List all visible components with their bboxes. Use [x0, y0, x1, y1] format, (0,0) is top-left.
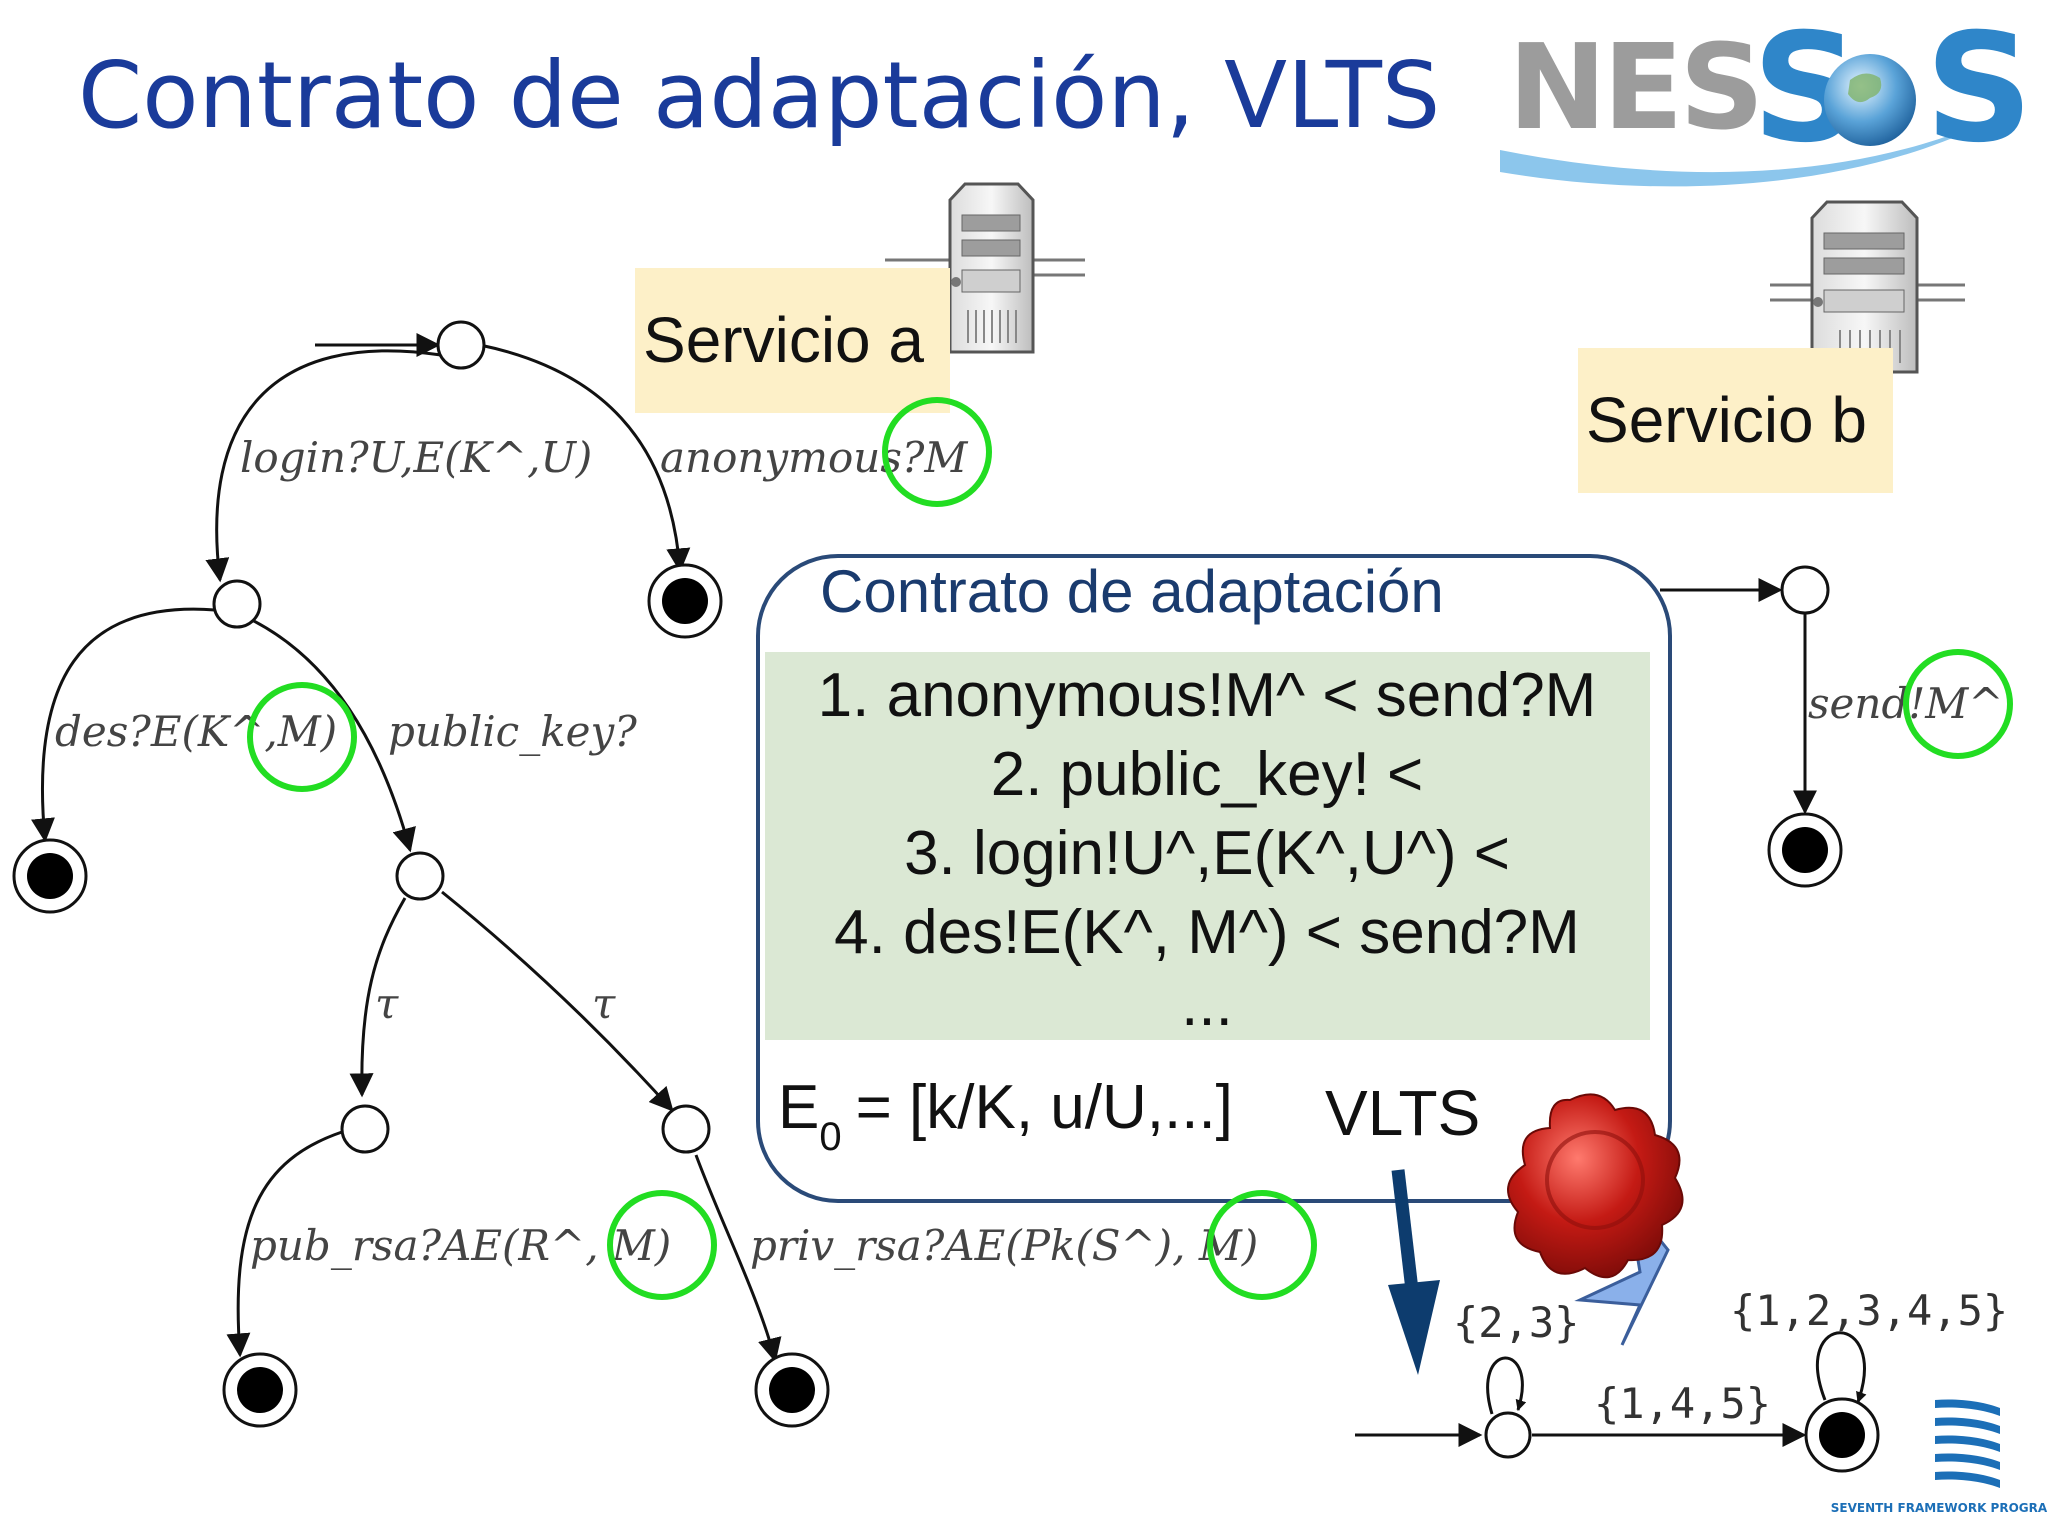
- transition-label: des?E(K^,M): [55, 707, 337, 756]
- env-symbol: E: [778, 1073, 819, 1142]
- down-arrow-icon: [1388, 1169, 1440, 1375]
- svg-text:NES: NES: [1508, 18, 1760, 156]
- service-a-lts: [31, 333, 782, 1363]
- lts-a-state: [212, 579, 262, 629]
- service-a-label-bg: [635, 268, 950, 413]
- slide-title: Contrato de adaptación, VLTS: [78, 42, 1441, 149]
- vlts-graph: [1355, 1331, 1867, 1447]
- highlight-circle: [1207, 1190, 1317, 1300]
- contract-rule: ...: [1181, 970, 1233, 1039]
- lts-a-state: [395, 851, 445, 901]
- contract-box: Contrato de adaptación 1. anonymous!M^ <…: [756, 554, 1672, 1203]
- lts-a-state: [661, 1104, 711, 1154]
- highlight-circle: [882, 397, 992, 507]
- nessos-logo: NES S S: [1500, 2, 2033, 187]
- vlts-label: VLTS: [1325, 1077, 1480, 1149]
- service-b-label-bg: [1578, 348, 1893, 493]
- transition-label: login?U,E(K^,U): [240, 433, 592, 482]
- service-b-lts: [1660, 578, 1817, 815]
- svg-text:S: S: [1925, 2, 2033, 176]
- service-a-label: Servicio a: [643, 304, 924, 376]
- env-subscript: 0: [819, 1115, 841, 1159]
- lts-a-state-initial: [436, 320, 486, 370]
- highlight-circle: [247, 682, 357, 792]
- env-value: = [k/K, u/U,...]: [856, 1073, 1233, 1142]
- transition-label: τ: [592, 979, 616, 1028]
- transition-label: public_key?: [388, 707, 637, 756]
- vlts-self-loop-label: {2,3}: [1453, 1298, 1579, 1347]
- footer-logo-text: SEVENTH FRAMEWORK PROGRAMME: [1831, 1501, 2048, 1515]
- vlts-self-loop-label: {1,2,3,4,5}: [1730, 1286, 2008, 1335]
- contract-rule: 3. login!U^,E(K^,U^) <: [904, 819, 1510, 888]
- highlight-circle: [607, 1190, 717, 1300]
- seventh-framework-logo: SEVENTH FRAMEWORK PROGRAMME: [1831, 1399, 2048, 1515]
- transition-label: pub_rsa?AE(R^, M): [250, 1221, 671, 1270]
- vlts-state-initial: [1484, 1411, 1532, 1459]
- contract-env: E0 = [k/K, u/U,...]: [778, 1073, 1233, 1159]
- server-b-icon: [1770, 200, 1965, 374]
- highlight-circle: [1903, 649, 2013, 759]
- server-a-icon: [885, 182, 1085, 354]
- contract-rule: 1. anonymous!M^ < send?M: [818, 661, 1597, 730]
- highlight-circles: [247, 397, 2013, 1300]
- service-b-label: Servicio b: [1586, 384, 1867, 456]
- service-a-transition-labels: login?U,E(K^,U) anonymous?M des?E(K^,M) …: [55, 433, 1258, 1270]
- transition-label: τ: [375, 979, 399, 1028]
- lts-b-state-initial: [1780, 565, 1830, 615]
- vlts-transition-label: {1,4,5}: [1594, 1379, 1771, 1428]
- seal-icon: [1507, 1093, 1684, 1346]
- contract-rules-panel: [765, 652, 1650, 1040]
- service-a-states: [12, 320, 830, 1428]
- contract-title: Contrato de adaptación: [820, 558, 1444, 625]
- contract-rule: 4. des!E(K^, M^) < send?M: [834, 898, 1580, 967]
- transition-label: anonymous?M: [660, 433, 968, 482]
- contract-rule: 2. public_key! <: [991, 740, 1424, 809]
- transition-label: priv_rsa?AE(Pk(S^), M): [750, 1221, 1258, 1270]
- lts-a-state: [340, 1104, 390, 1154]
